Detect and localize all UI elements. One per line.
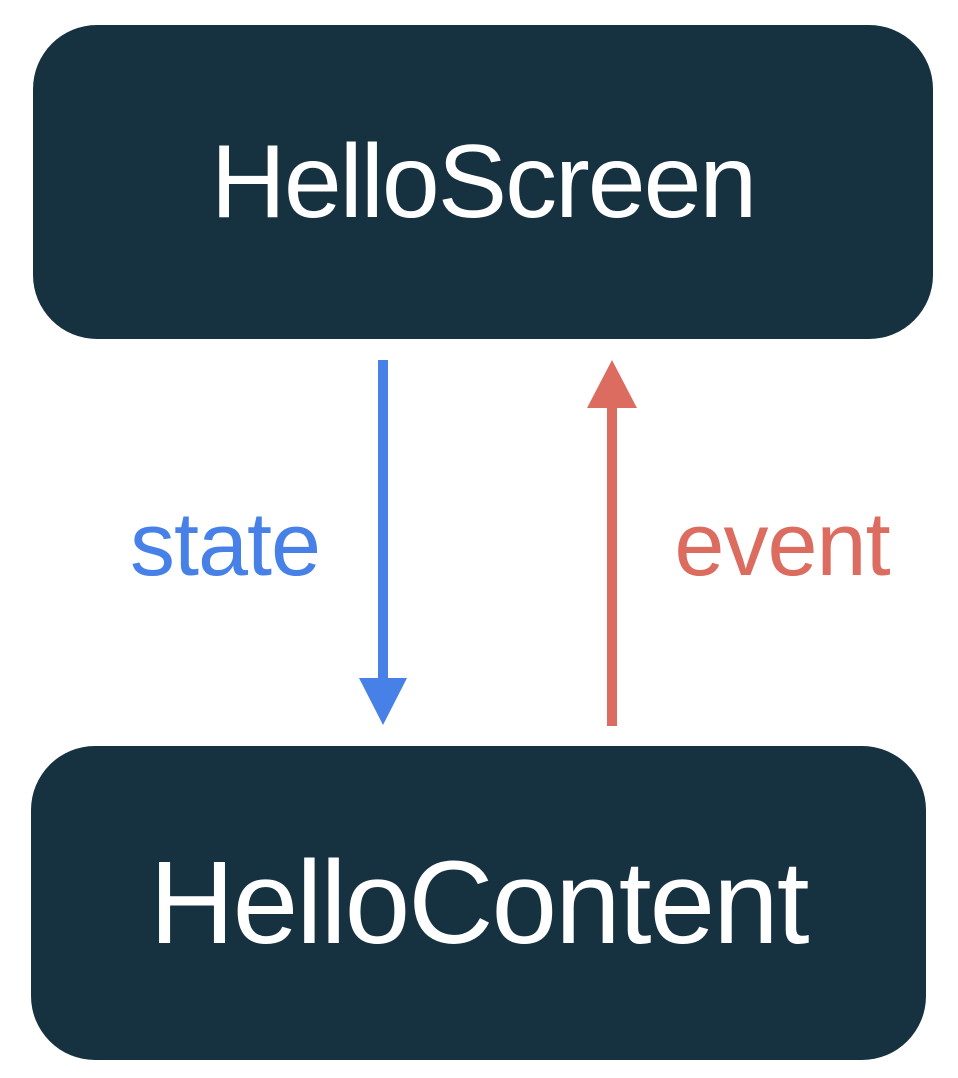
event-arrow-line — [607, 406, 617, 726]
helloscreen-box-label: HelloScreen — [210, 124, 758, 240]
hellocontent-box: HelloContent — [31, 746, 926, 1060]
state-arrow-down-head — [359, 678, 407, 725]
state-arrow-line — [378, 360, 388, 680]
event-arrow-label: event — [674, 495, 890, 595]
state-arrow-label: state — [129, 495, 321, 595]
event-arrow-up-head — [587, 360, 637, 408]
hellocontent-box-label: HelloContent — [149, 837, 809, 969]
helloscreen-box: HelloScreen — [33, 25, 933, 339]
